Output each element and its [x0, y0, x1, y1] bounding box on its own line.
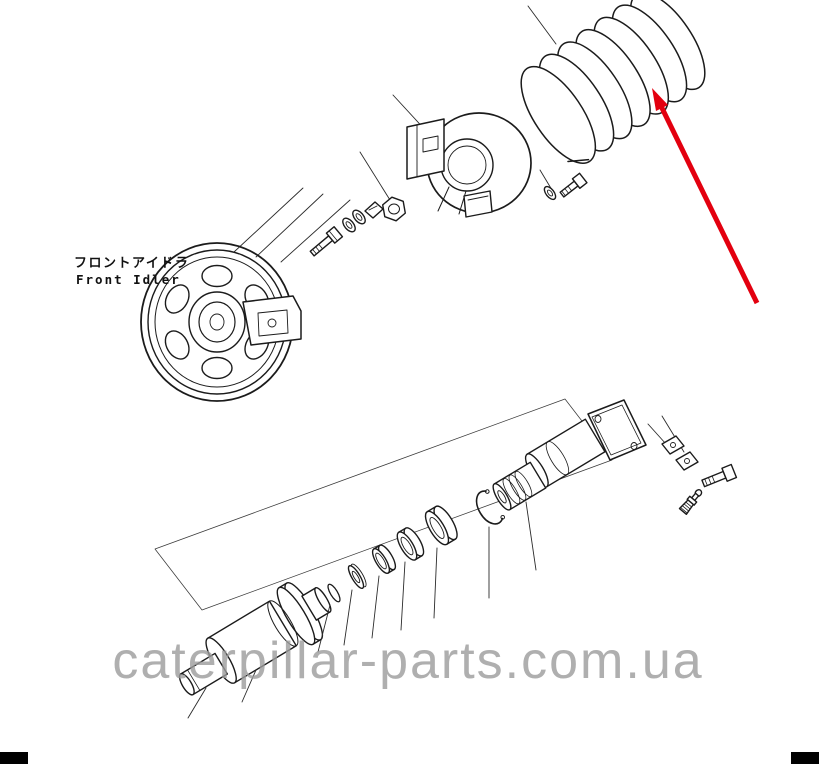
- label-english: Front Idler: [76, 272, 181, 287]
- hex-nut-icon: [382, 196, 406, 222]
- washer-icon: [342, 217, 356, 233]
- collar-ring-icon: [371, 544, 397, 574]
- yoke-bracket-drawing: [406, 112, 532, 218]
- lock-clip-icon: [675, 451, 699, 471]
- idler-shaft-assembly: [178, 399, 647, 696]
- recoil-spring-drawing: [520, 0, 706, 164]
- lock-clip-icon: [661, 435, 685, 455]
- thrust-washer-icon: [347, 563, 367, 590]
- mounting-plate-icon: [587, 399, 647, 461]
- watermark-text: caterpillar-parts.com.ua: [112, 632, 703, 690]
- spring-washer-icon: [543, 185, 557, 201]
- bushing-icon: [424, 505, 458, 546]
- grease-fitting-icon: [678, 489, 703, 516]
- arrow-head-icon: [652, 88, 668, 111]
- axle-bracket-drawing: [242, 295, 302, 346]
- red-pointer-arrow: [652, 88, 760, 305]
- spindle-icon: [524, 418, 606, 488]
- fastener-group-bottom-right: [661, 435, 738, 516]
- arrow-shaft: [658, 104, 760, 305]
- snap-ring-icon: [475, 489, 506, 525]
- collar-ring-icon: [396, 527, 425, 561]
- frame-corner-right: [791, 752, 819, 764]
- mounting-bolt-icon: [309, 226, 344, 257]
- retainer-ring-icon: [327, 583, 341, 603]
- fastener-group-left: [309, 196, 406, 257]
- idler-shaft-icon: [178, 582, 332, 696]
- washer-icon: [352, 209, 366, 225]
- hex-bolt-icon: [701, 463, 738, 488]
- fastener-group-right: [543, 172, 588, 201]
- leader-lines-upper: [233, 5, 557, 263]
- leader-lines-lower: [187, 415, 685, 719]
- flange-bolt-icon: [559, 172, 588, 198]
- shaft-group-box: [154, 398, 613, 611]
- label-japanese: フロントアイドラ: [74, 256, 189, 271]
- frame-corner-left: [0, 752, 28, 764]
- lock-plate-icon: [364, 201, 384, 219]
- grooved-bushing-icon: [492, 461, 547, 511]
